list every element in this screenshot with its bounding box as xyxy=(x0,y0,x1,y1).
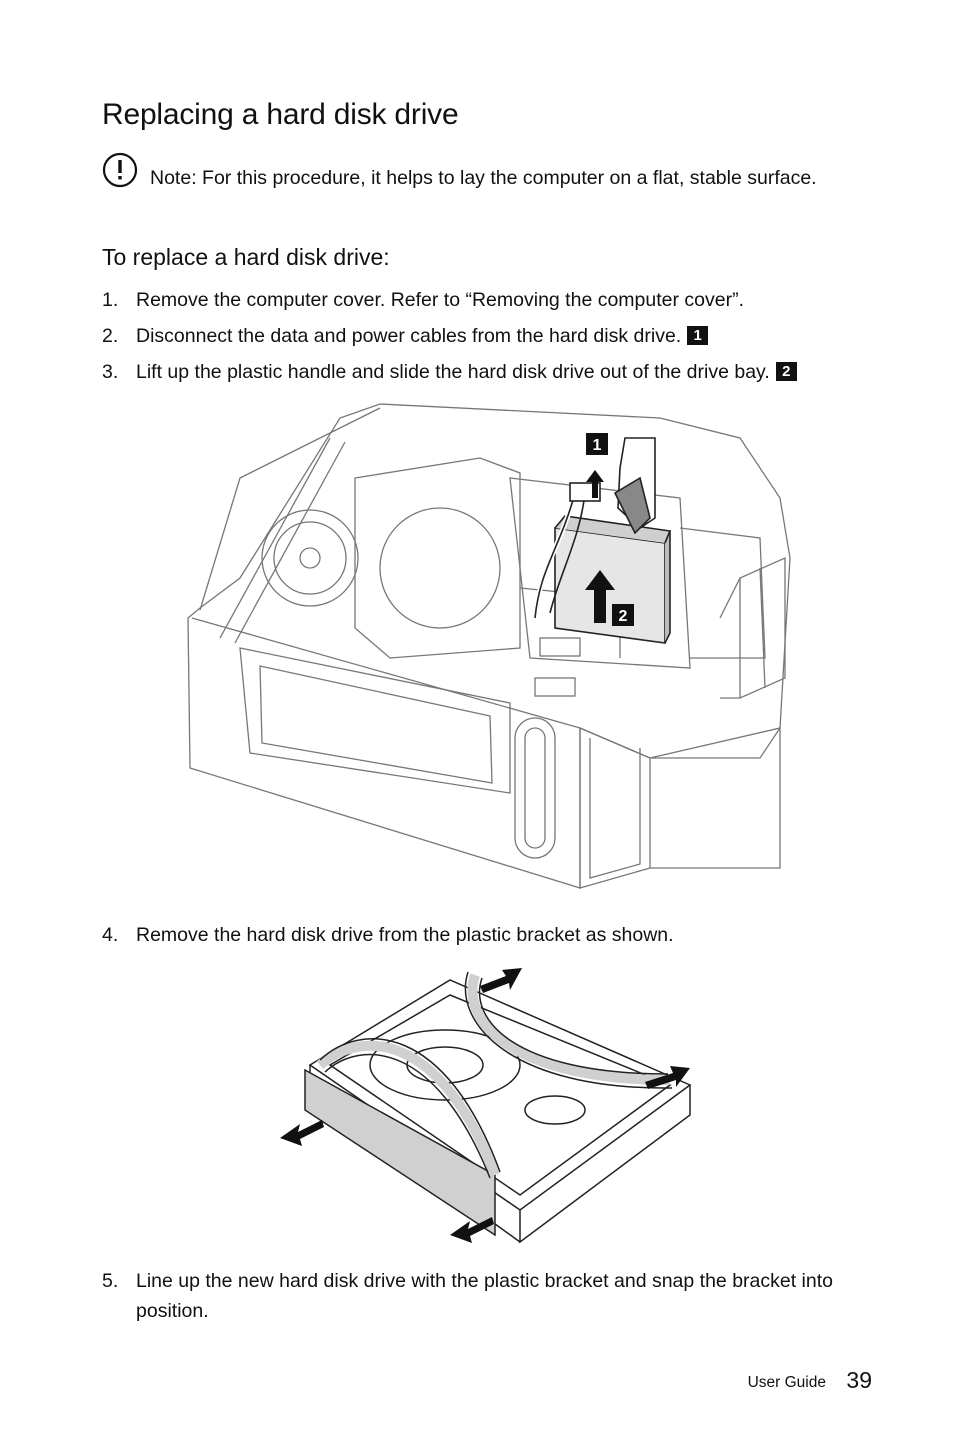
step-4: 4. Remove the hard disk drive from the p… xyxy=(102,920,862,950)
note-text: For this procedure, it helps to lay the … xyxy=(202,167,817,189)
chassis-illustration: 1 2 xyxy=(187,403,791,889)
hard-drive-bracket-illustration xyxy=(280,968,692,1244)
step-text: Remove the computer cover. Refer to “Rem… xyxy=(136,289,745,311)
note-label: Note: xyxy=(150,167,197,189)
procedure-heading: To replace a hard disk drive: xyxy=(102,244,390,270)
figure-callout-2: 2 xyxy=(612,604,634,626)
callout-badge-1: 1 xyxy=(687,326,709,345)
page-title: Replacing a hard disk drive xyxy=(102,98,459,131)
step-number: 5. xyxy=(102,1270,119,1292)
step-text: Remove the hard disk drive from the plas… xyxy=(136,924,674,946)
step-text: Lift up the plastic handle and slide the… xyxy=(136,361,770,383)
figure-callout-1: 1 xyxy=(586,433,608,455)
note-paragraph: Note: For this procedure, it helps to la… xyxy=(150,164,870,193)
figure-callout-1-label: 1 xyxy=(593,437,602,454)
figure-callout-2-label: 2 xyxy=(619,608,628,625)
step-3: 3. Lift up the plastic handle and slide … xyxy=(102,357,862,387)
callout-badge-2: 2 xyxy=(775,362,797,381)
step-number: 1. xyxy=(102,289,119,311)
step-number: 2. xyxy=(102,325,119,347)
exclamation-circle-icon xyxy=(102,152,138,188)
step-2: 2. Disconnect the data and power cables … xyxy=(102,321,862,351)
step-text: Disconnect the data and power cables fro… xyxy=(136,325,682,347)
step-3-line: Lift up the plastic handle and slide the… xyxy=(136,357,846,387)
step-5: 5. Line up the new hard disk drive with … xyxy=(102,1266,862,1326)
step-1: 1. Remove the computer cover. Refer to “… xyxy=(102,285,862,315)
step-number: 4. xyxy=(102,924,119,946)
footer-label: User Guide xyxy=(747,1374,826,1391)
page-number: 39 xyxy=(846,1367,872,1393)
step-text: Line up the new hard disk drive with the… xyxy=(136,1270,833,1322)
step-2-line: Disconnect the data and power cables fro… xyxy=(136,321,846,351)
step-number: 3. xyxy=(102,361,119,383)
